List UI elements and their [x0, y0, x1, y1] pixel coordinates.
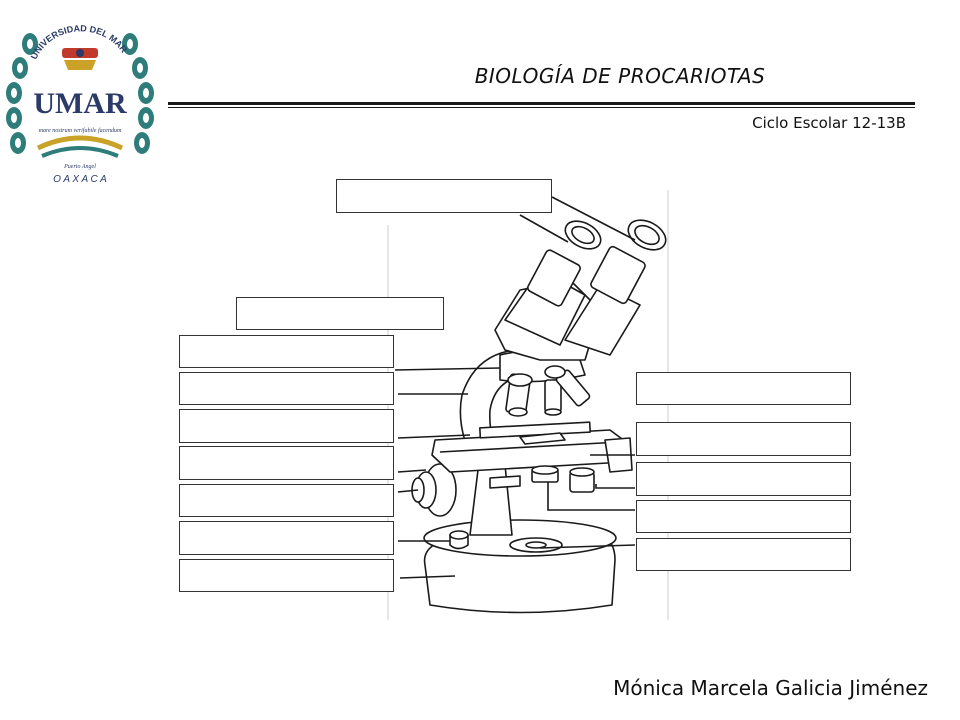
university-logo: UNIVERSIDAD DEL MAR UMAR mare nostrum ve… [6, 23, 154, 184]
page-title: BIOLOGÍA DE PROCARIOTAS [474, 64, 766, 88]
author-name: Mónica Marcela Galicia Jiménez [613, 676, 928, 700]
label-box-left-3[interactable] [179, 409, 394, 443]
header-rule [168, 102, 915, 105]
label-box-top[interactable] [336, 179, 552, 213]
header-rule-thin [168, 107, 915, 108]
label-box-upper-left[interactable] [236, 297, 444, 330]
school-cycle: Ciclo Escolar 12-13B [752, 114, 906, 132]
label-box-left-6[interactable] [179, 521, 394, 555]
logo-state: O A X A C A [53, 174, 107, 184]
label-box-left-5[interactable] [179, 484, 394, 517]
label-box-right-4[interactable] [636, 500, 851, 533]
label-box-left-1[interactable] [179, 335, 394, 368]
label-box-left-2[interactable] [179, 372, 394, 405]
logo-initials: UMAR [33, 87, 127, 120]
logo-place: Puerto Angel [63, 164, 96, 170]
logo-motto: mare nostrum verifabile facendum [39, 127, 122, 134]
label-box-right-3[interactable] [636, 462, 851, 496]
label-box-right-5[interactable] [636, 538, 851, 571]
label-box-left-4[interactable] [179, 446, 394, 480]
label-box-left-7[interactable] [179, 559, 394, 592]
label-box-right-1[interactable] [636, 372, 851, 405]
label-box-right-2[interactable] [636, 422, 851, 456]
